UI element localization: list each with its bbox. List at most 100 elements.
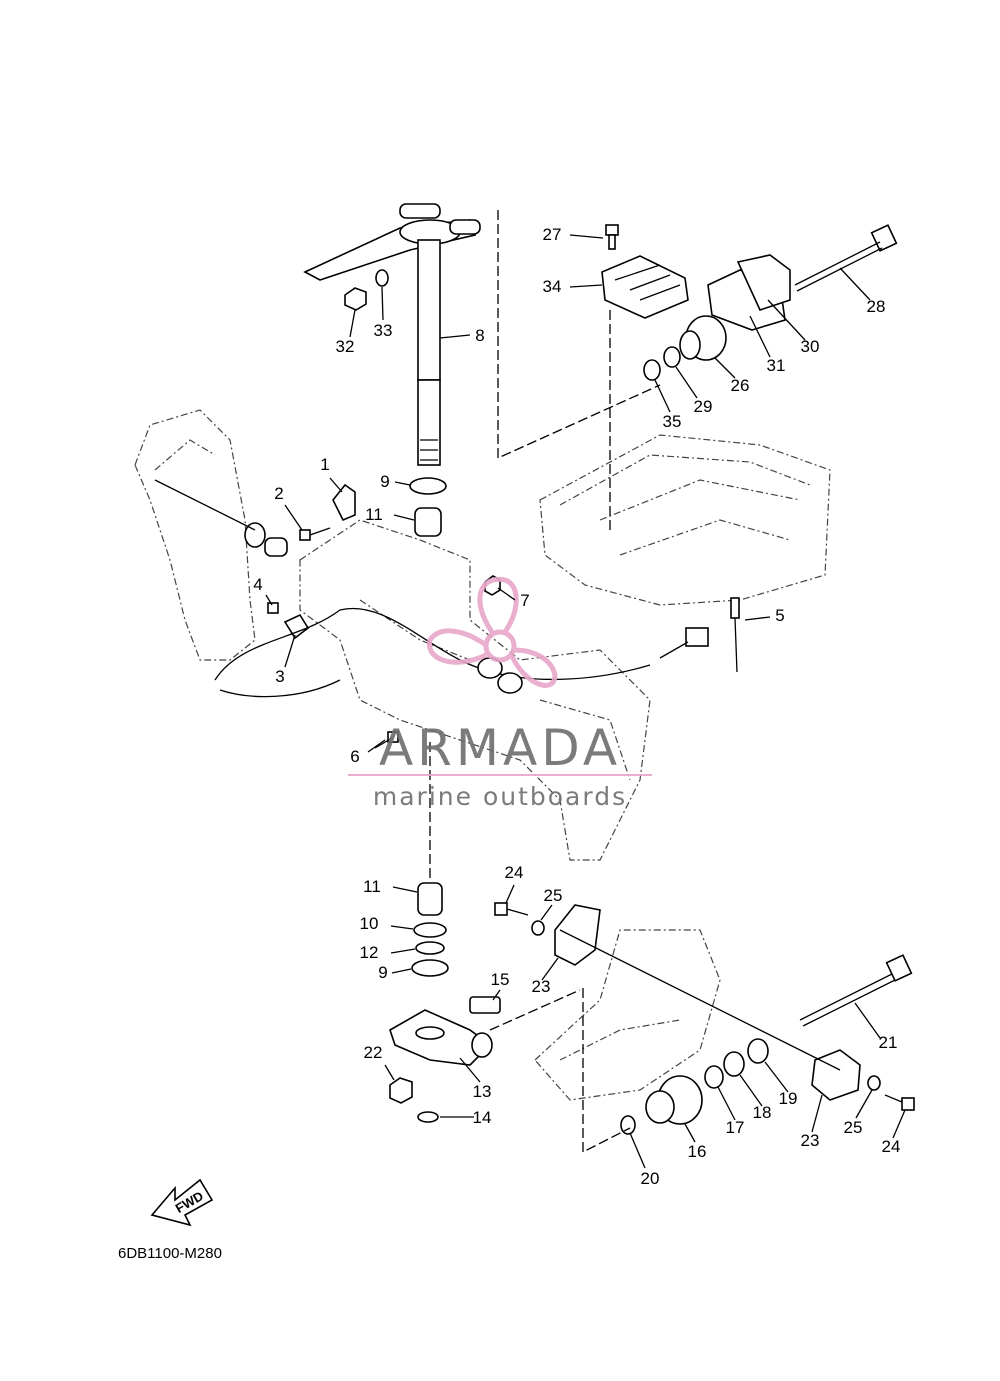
callout-c16: 16 bbox=[684, 1123, 707, 1161]
callout-c24a: 24 bbox=[505, 863, 523, 904]
callout-number: 1 bbox=[320, 455, 329, 474]
callout-c17: 17 bbox=[717, 1086, 745, 1137]
leader-line bbox=[394, 481, 411, 486]
callout-c14: 14 bbox=[440, 1108, 491, 1127]
leader-line bbox=[459, 1057, 481, 1083]
callout-c25a: 25 bbox=[540, 886, 562, 921]
bracket-30-31 bbox=[707, 254, 791, 331]
bolt-21 bbox=[799, 954, 913, 1027]
callout-c23a: 23 bbox=[532, 957, 559, 996]
watermark-title: ARMADA bbox=[379, 719, 621, 777]
callout-number: 16 bbox=[688, 1142, 707, 1161]
callout-number: 13 bbox=[473, 1082, 492, 1101]
bolt-27 bbox=[605, 224, 619, 250]
callout-c3: 3 bbox=[275, 634, 296, 686]
callout-number: 30 bbox=[801, 337, 820, 356]
callout-c11b: 11 bbox=[363, 877, 418, 896]
leader-line bbox=[349, 309, 356, 338]
mount-rubber-middle bbox=[477, 657, 523, 694]
steering-shaft bbox=[417, 239, 441, 466]
callout-number: 9 bbox=[378, 963, 387, 982]
leader-line bbox=[329, 477, 343, 493]
leader-line bbox=[854, 1002, 881, 1039]
leader-line bbox=[265, 594, 273, 606]
washer-25-lower bbox=[867, 1075, 881, 1091]
bushing-upper bbox=[244, 522, 288, 557]
leader-line bbox=[629, 1132, 646, 1169]
watermark: ARMADA marine outboards bbox=[348, 576, 652, 811]
washer-25-upper bbox=[531, 920, 545, 936]
leader-line bbox=[855, 1089, 873, 1119]
callout-c10: 10 bbox=[360, 914, 414, 933]
upper-mount-rubber bbox=[679, 315, 727, 361]
callout-c4: 4 bbox=[253, 575, 273, 606]
screw-4 bbox=[267, 602, 279, 614]
upper-mount-cover bbox=[601, 255, 689, 319]
washer-19 bbox=[747, 1038, 769, 1064]
bolt-15 bbox=[469, 996, 501, 1014]
callout-c2: 2 bbox=[274, 484, 303, 531]
callout-c9b: 9 bbox=[378, 963, 412, 982]
bolt-24-upper bbox=[494, 902, 529, 916]
callout-number: 24 bbox=[882, 1137, 901, 1156]
leader-line bbox=[764, 1061, 789, 1093]
callout-number: 19 bbox=[779, 1089, 798, 1108]
callout-c13: 13 bbox=[459, 1057, 492, 1101]
callout-c9a: 9 bbox=[380, 472, 411, 491]
leader-line bbox=[714, 357, 736, 379]
leader-line bbox=[390, 925, 414, 930]
bottom-cowling-ghost bbox=[539, 434, 831, 606]
wire-harness bbox=[214, 607, 709, 698]
callout-number: 15 bbox=[491, 970, 510, 989]
mount-cover-23-upper bbox=[554, 904, 601, 966]
leader-line bbox=[749, 315, 771, 358]
propeller-logo-icon bbox=[427, 576, 558, 688]
fwd-arrow-icon: FWD bbox=[150, 1178, 214, 1227]
leader-line bbox=[811, 1094, 823, 1133]
callout-number: 27 bbox=[543, 225, 562, 244]
mount-rubber-16 bbox=[645, 1075, 703, 1125]
leader-line bbox=[284, 504, 303, 531]
leader-line bbox=[284, 634, 296, 668]
callout-c31: 31 bbox=[749, 315, 786, 375]
callout-number: 25 bbox=[844, 1118, 863, 1137]
callout-c15: 15 bbox=[491, 970, 510, 1001]
leader-line bbox=[390, 948, 416, 954]
callout-c5: 5 bbox=[744, 606, 785, 625]
washer-12 bbox=[415, 941, 445, 955]
leader-line bbox=[381, 286, 384, 321]
leader-line bbox=[392, 886, 418, 893]
lower-mount-bracket-13 bbox=[389, 1009, 493, 1066]
nut-22 bbox=[389, 1077, 413, 1104]
callout-c19: 19 bbox=[764, 1061, 798, 1108]
callout-c11a: 11 bbox=[365, 505, 415, 524]
callout-number: 23 bbox=[532, 977, 551, 996]
callout-c34: 34 bbox=[543, 277, 603, 296]
callout-number: 18 bbox=[753, 1103, 772, 1122]
leader-line bbox=[684, 1123, 696, 1143]
callout-number: 12 bbox=[360, 943, 379, 962]
callout-c24b: 24 bbox=[882, 1109, 906, 1156]
callout-c21: 21 bbox=[854, 1002, 897, 1052]
callout-c7: 7 bbox=[497, 587, 530, 610]
watermark-subtitle: marine outboards bbox=[373, 782, 627, 811]
callout-number: 10 bbox=[360, 914, 379, 933]
callout-c27: 27 bbox=[543, 225, 604, 244]
clamp-bracket-ghost bbox=[134, 409, 256, 661]
callout-number: 4 bbox=[253, 575, 262, 594]
assembly-lines bbox=[154, 210, 841, 1154]
callout-c23b: 23 bbox=[801, 1094, 823, 1150]
callout-number: 33 bbox=[374, 321, 393, 340]
callout-number: 9 bbox=[380, 472, 389, 491]
callout-number: 34 bbox=[543, 277, 562, 296]
callout-number: 23 bbox=[801, 1131, 820, 1150]
callout-number: 17 bbox=[726, 1118, 745, 1137]
leader-line bbox=[744, 616, 771, 621]
bushing-11-upper bbox=[414, 507, 442, 537]
callouts: 1234567899101111121314151617181920212223… bbox=[253, 225, 906, 1188]
washer-9-lower bbox=[411, 959, 449, 977]
callout-number: 31 bbox=[767, 356, 786, 375]
callout-c22: 22 bbox=[364, 1043, 395, 1081]
bolt-24-lower bbox=[884, 1094, 915, 1111]
leader-line bbox=[391, 968, 412, 974]
